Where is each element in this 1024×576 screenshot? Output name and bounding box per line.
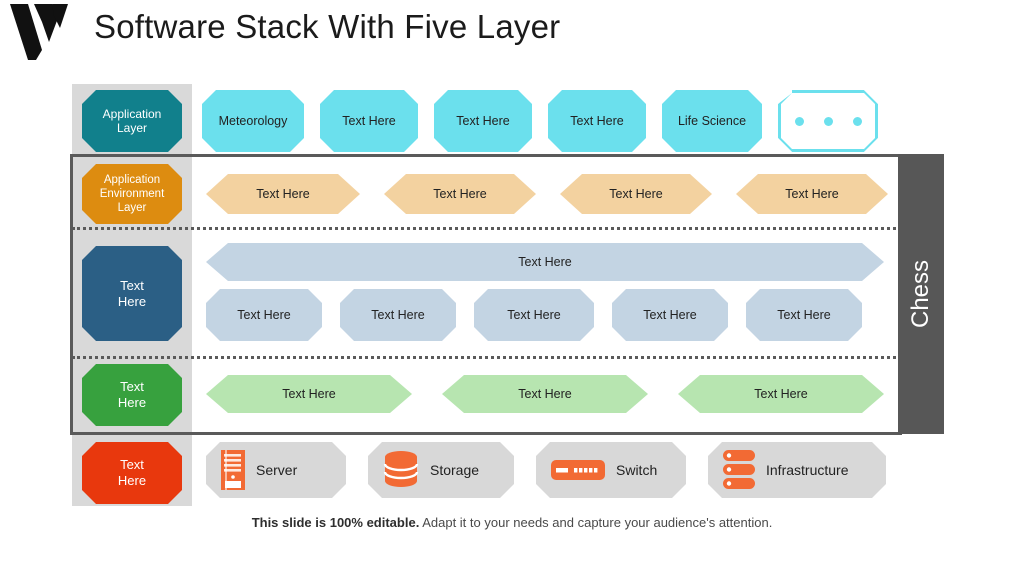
layer-label-line1: Text [120,457,144,472]
layer-label-line1: Text [120,277,144,293]
item-label: Text Here [371,308,425,322]
w-logo-icon [10,4,68,60]
item-text-here[interactable]: Text Here [548,90,646,152]
item-label: Text Here [518,255,572,269]
item-label: Text Here [609,187,663,201]
server-rack-icon [722,449,756,491]
item-text-here[interactable]: Text Here [320,90,418,152]
item-text-here[interactable]: Text Here [560,174,712,214]
item-label: Server [256,462,298,478]
item-text-here[interactable]: Text Here [474,289,594,341]
item-life-science[interactable]: Life Science [662,90,762,152]
item-label: Text Here [570,114,624,128]
item-label: Infrastructure [766,462,849,478]
item-text-here[interactable]: Text Here [434,90,532,152]
database-stack-icon [382,450,420,490]
item-text-here[interactable]: Text Here [206,289,322,341]
item-storage[interactable]: Storage [368,442,514,498]
item-label: Text Here [785,187,839,201]
item-label: Text Here [777,308,831,322]
item-text-here[interactable]: Text Here [612,289,728,341]
layer-separator-2 [72,356,902,359]
layer-label-line1: Application [103,174,161,186]
chess-side-bar-label: Chess [907,259,934,329]
item-text-here[interactable]: Text Here [384,174,536,214]
server-tower-icon [220,449,246,491]
layer-label-line3: Layer [117,202,147,214]
layer-label-line2: Here [117,395,147,410]
network-switch-icon [550,457,606,483]
footer-note: This slide is 100% editable. Adapt it to… [0,515,1024,530]
layer-label-application-environment[interactable]: Application Environment Layer [82,164,182,224]
item-label: Text Here [282,387,336,401]
item-text-here[interactable]: Text Here [206,375,412,413]
item-text-here[interactable]: Text Here [746,289,862,341]
item-infrastructure[interactable]: Infrastructure [708,442,886,498]
item-label: Text Here [507,308,561,322]
stack-diagram: Chess Application Layer Meteorology Text… [0,84,1024,514]
item-text-here[interactable]: Text Here [736,174,888,214]
layer-separator-1 [72,227,902,230]
item-server[interactable]: Server [206,442,346,498]
layer-label-hardware[interactable]: Text Here [82,442,182,504]
item-label: Switch [616,462,658,478]
layer-label-line2: Environment [99,188,165,200]
item-text-here[interactable]: Text Here [206,174,360,214]
item-label: Text Here [456,114,510,128]
layer-label-middleware[interactable]: Text Here [82,246,182,341]
item-label: Meteorology [218,114,288,128]
item-label: Text Here [754,387,808,401]
item-label: Life Science [677,114,747,128]
item-label: Text Here [643,308,697,322]
item-text-here[interactable]: Text Here [678,375,884,413]
row-middleware-items: Text Here Text Here Text Here Text Here … [206,289,862,341]
footer-rest: Adapt it to your needs and capture your … [419,515,773,530]
item-text-here[interactable]: Text Here [340,289,456,341]
item-label: Storage [430,462,480,478]
item-middleware-bar[interactable]: Text Here [206,243,884,281]
row-application-items: Meteorology Text Here Text Here Text Her… [202,90,878,152]
item-text-here[interactable]: Text Here [442,375,648,413]
chess-side-bar: Chess [898,154,944,434]
row-application-environment-items: Text Here Text Here Text Here Text Here [206,174,888,214]
row-hardware-items: Server Storage Switch [206,442,886,498]
layer-label-line2: Layer [116,121,148,135]
layer-label-line2: Here [117,473,147,488]
page-title: Software Stack With Five Layer [94,8,561,45]
layer-label-line2: Here [117,293,147,309]
ellipsis-icon [795,117,862,126]
item-label: Text Here [237,308,291,322]
item-label: Text Here [342,114,396,128]
item-label: Text Here [433,187,487,201]
layer-label-line1: Text [120,379,144,394]
item-switch[interactable]: Switch [536,442,686,498]
item-more-ellipsis[interactable] [778,90,878,152]
row-os-items: Text Here Text Here Text Here [206,375,884,413]
layer-label-os[interactable]: Text Here [82,364,182,426]
footer-bold: This slide is 100% editable. [251,515,420,530]
layer-label-application[interactable]: Application Layer [82,90,182,152]
item-label: Text Here [256,187,310,201]
item-meteorology[interactable]: Meteorology [202,90,304,152]
item-label: Text Here [518,387,572,401]
layer-label-line1: Application [102,107,162,121]
